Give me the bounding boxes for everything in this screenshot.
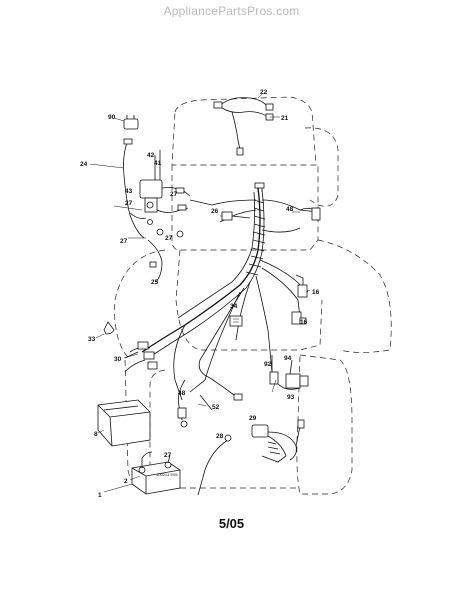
- right-connectors: [291, 207, 321, 325]
- switch-cluster: [269, 355, 309, 390]
- callout-34: 34: [230, 303, 238, 310]
- callout-27-a: 27: [170, 191, 178, 198]
- callout-22: 22: [260, 89, 268, 96]
- clip-33: [103, 321, 115, 335]
- callout-16-a: 16: [312, 289, 320, 296]
- callout-90: 90: [108, 114, 116, 121]
- connector-26: [221, 211, 251, 221]
- callout-48-b: 48: [178, 390, 186, 397]
- callout-1: 1: [98, 492, 102, 499]
- callout-27-c: 27: [120, 238, 128, 245]
- callout-27-b: 27: [125, 200, 133, 207]
- solenoid-assembly: [123, 115, 191, 283]
- callout-42: 42: [147, 152, 155, 159]
- callout-48-a: 48: [286, 206, 294, 213]
- connector-30: [124, 341, 158, 370]
- callout-43: 43: [125, 188, 133, 195]
- switch-34: [229, 315, 243, 327]
- callout-27-d: 27: [165, 235, 173, 242]
- callout-8: 8: [94, 431, 98, 438]
- callout-16-b: 16: [300, 319, 308, 326]
- callouts: 22 21 90 42 41 24 43 27 27 27 27 48 26 2…: [80, 89, 320, 499]
- callout-93: 93: [287, 394, 295, 401]
- leader-lines: [89, 117, 311, 493]
- callout-41: 41: [154, 160, 162, 167]
- callout-28: 28: [216, 433, 224, 440]
- battery: [131, 451, 181, 495]
- callout-26: 26: [211, 208, 219, 215]
- lamp-connectors: [177, 377, 243, 428]
- callout-92: 92: [264, 361, 272, 368]
- callout-27-e: 27: [164, 452, 172, 459]
- callout-30: 30: [114, 356, 122, 363]
- upper-harness: [213, 93, 280, 156]
- part-code: 100214 E05: [156, 472, 178, 477]
- watermark: AppliancePartsPros.com: [163, 4, 300, 18]
- callout-21: 21: [281, 115, 289, 122]
- cable-28: [197, 434, 232, 496]
- callout-52: 52: [212, 404, 220, 411]
- callout-2: 2: [124, 478, 128, 485]
- main-harness: [124, 182, 319, 401]
- revision-date: 5/05: [218, 516, 245, 531]
- harness-29: [251, 419, 305, 463]
- battery-box: [97, 399, 151, 447]
- callout-33: 33: [88, 336, 96, 343]
- callout-29: 29: [249, 415, 257, 422]
- callout-94: 94: [284, 355, 292, 362]
- callout-24: 24: [80, 161, 88, 168]
- callout-25: 25: [151, 279, 159, 286]
